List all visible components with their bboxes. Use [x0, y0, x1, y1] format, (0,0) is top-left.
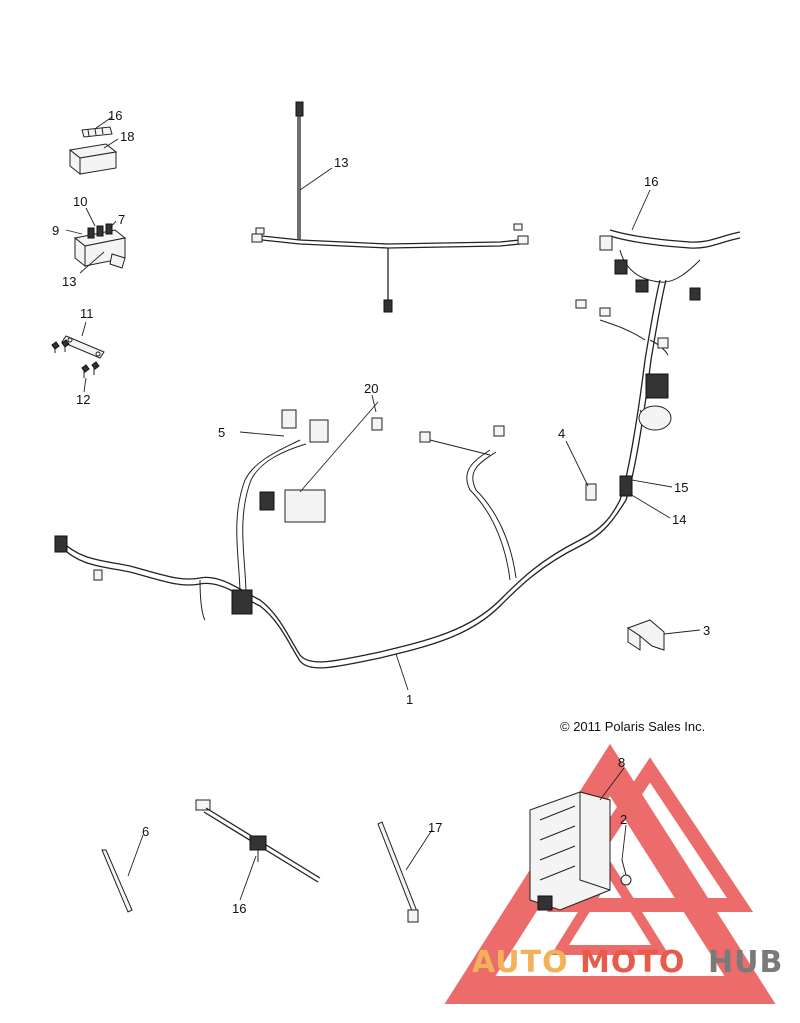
watermark-hub: HUB [708, 945, 783, 980]
tie-17 [377, 821, 419, 923]
callout-15: 15 [674, 480, 688, 495]
callout-9: 9 [52, 223, 59, 238]
tie-6 [101, 849, 133, 913]
callout-5: 5 [218, 425, 225, 440]
leader-lines [65, 116, 701, 901]
bracket-group [51, 335, 105, 378]
harness-13 [251, 101, 529, 313]
main-harness-1 [54, 279, 672, 669]
callout-11: 11 [80, 306, 94, 321]
watermark-auto: AUTO [472, 945, 569, 980]
callout-labels: 16 18 10 7 9 13 11 12 13 5 20 4 16 15 14… [52, 108, 710, 916]
watermark-wordmark: AUTO MOTO HUB [472, 945, 783, 980]
callout-13: 13 [334, 155, 348, 170]
callout-16-top: 16 [644, 174, 658, 189]
callout-20: 18 [120, 129, 134, 144]
copyright-text: © 2011 Polaris Sales Inc. [560, 719, 705, 734]
callout-19: 20 [364, 381, 378, 396]
callout-2: 2 [620, 812, 627, 827]
callout-10: 10 [73, 194, 87, 209]
screw-2 [620, 859, 632, 886]
callout-17: 17 [428, 820, 442, 835]
callout-3: 3 [703, 623, 710, 638]
callout-14: 14 [672, 512, 686, 527]
fuse-box-group [68, 126, 127, 269]
callout-14-fusebox: 13 [62, 274, 76, 289]
callout-4: 4 [558, 426, 565, 441]
callout-8: 8 [618, 755, 625, 770]
callout-6: 6 [142, 824, 149, 839]
mount-tie-16 [195, 799, 321, 883]
callout-12: 12 [76, 392, 90, 407]
watermark-moto: MOTO [580, 945, 685, 980]
module-8 [529, 791, 611, 911]
callout-7: 7 [118, 212, 125, 227]
callout-18: 16 [108, 108, 122, 123]
bracket-3 [626, 619, 665, 651]
harness-16-top [599, 229, 741, 301]
callout-16-bottom: 16 [232, 901, 246, 916]
callout-1: 1 [406, 692, 413, 707]
